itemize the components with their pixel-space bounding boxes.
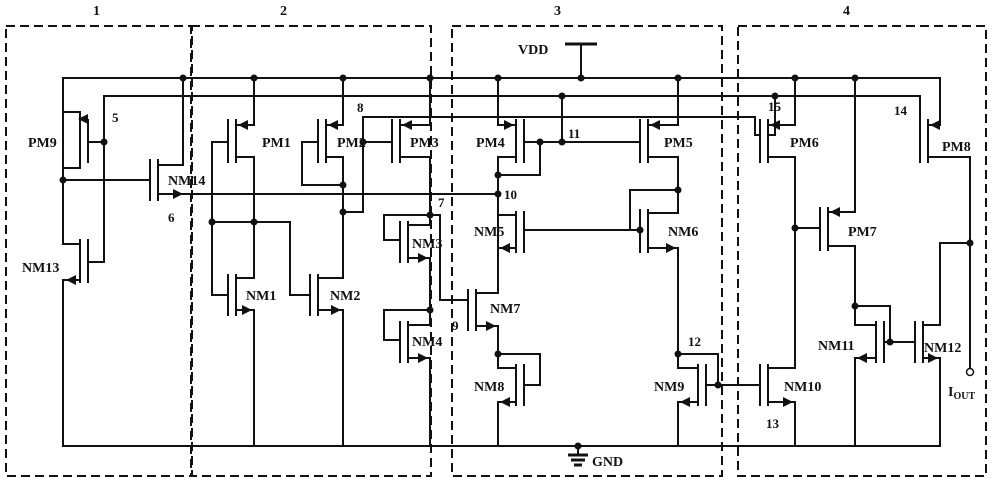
nm9-label: NM9 — [654, 380, 684, 395]
vdd-label: VDD — [518, 43, 548, 58]
nm10-label: NM10 — [784, 380, 821, 395]
nm4-label: NM4 — [412, 335, 442, 350]
pm4-label: PM4 — [476, 136, 505, 151]
transistor-pm3 — [362, 116, 431, 216]
vdd-symbol — [565, 42, 597, 79]
pm2-label: PM2 — [337, 136, 366, 151]
section-label-2: 2 — [280, 4, 287, 19]
section-box-4 — [737, 25, 987, 477]
node-8-label: 8 — [357, 100, 364, 115]
node-13-label: 13 — [766, 416, 780, 431]
section-label-3: 3 — [554, 4, 561, 19]
pm5-label: PM5 — [664, 136, 693, 151]
transistor-pm6 — [754, 116, 796, 369]
node-7-label: 7 — [438, 195, 445, 210]
pm1-label: PM1 — [262, 136, 291, 151]
section-label-1: 1 — [93, 4, 100, 19]
transistor-nm9 — [677, 353, 761, 447]
node-8-line — [339, 116, 756, 216]
transistor-nm1 — [211, 264, 255, 447]
transistor-nm2 — [289, 274, 344, 447]
pm7-label: PM7 — [848, 225, 877, 240]
transistor-nm13 — [62, 179, 105, 447]
nm13-label: NM13 — [22, 261, 59, 276]
nm6-label: NM6 — [668, 225, 698, 240]
nm7-label: NM7 — [490, 302, 520, 317]
node-11-label: 11 — [568, 126, 580, 141]
nm14-label: NM14 — [168, 174, 205, 189]
nm8-label: NM8 — [474, 380, 504, 395]
transistor-nm11 — [854, 305, 916, 447]
nm2-label: NM2 — [330, 289, 360, 304]
gnd-label: GND — [592, 455, 623, 470]
node-10-label: 10 — [504, 187, 517, 202]
nm3-label: NM3 — [412, 237, 442, 252]
iout-label: IOUT — [948, 385, 975, 402]
nm5-label: NM5 — [474, 225, 504, 240]
pm8-label: PM8 — [942, 140, 971, 155]
section-label-4: 4 — [843, 4, 850, 19]
vdd-rail — [62, 74, 941, 213]
transistor-nm4 — [383, 309, 431, 447]
section-box-2 — [190, 25, 432, 477]
transistor-nm5 — [497, 211, 641, 253]
output-terminal — [965, 367, 975, 377]
transistor-nm14 — [149, 159, 499, 201]
node-15-label: 15 — [768, 99, 782, 114]
pm9-label: PM9 — [28, 136, 57, 151]
gnd-symbol — [568, 445, 588, 467]
transistor-pm5 — [639, 116, 679, 211]
transistor-pm1 — [211, 116, 255, 296]
pm3-label: PM3 — [410, 136, 439, 151]
transistor-pm8 — [919, 116, 971, 369]
gnd-rail — [62, 442, 941, 450]
node-5-label: 5 — [112, 110, 119, 125]
transistor-nm12 — [914, 321, 941, 447]
node-9-label: 9 — [452, 318, 459, 333]
transistor-nm7 — [467, 274, 499, 361]
pm6-label: PM6 — [790, 136, 819, 151]
nm1-label: NM1 — [246, 289, 276, 304]
transistor-nm6 — [629, 189, 679, 361]
transistor-pm2 — [301, 116, 344, 279]
node-14-label: 14 — [894, 103, 908, 118]
transistor-nm10 — [759, 364, 796, 447]
section-box-1 — [5, 25, 193, 477]
node-12-label: 12 — [688, 334, 701, 349]
transistor-pm9 — [62, 111, 105, 181]
transistor-nm8 — [497, 353, 541, 447]
section-boxes — [5, 25, 987, 477]
nm12-label: NM12 — [924, 341, 961, 356]
section-box-3 — [451, 25, 723, 477]
transistor-pm7 — [794, 207, 856, 307]
node-6-label: 6 — [168, 210, 175, 225]
nm11-label: NM11 — [818, 339, 855, 354]
